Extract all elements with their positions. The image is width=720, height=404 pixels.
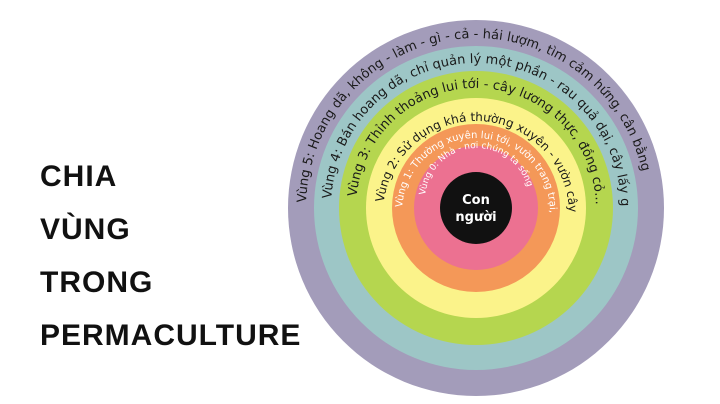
title-line-2: VÙNG bbox=[40, 213, 131, 246]
center-label-line-1: Con bbox=[462, 193, 490, 208]
title-line-4: PERMACULTURE bbox=[40, 319, 302, 352]
title-line-3: TRONG bbox=[40, 266, 154, 299]
center-label-line-2: người bbox=[455, 210, 496, 225]
center-core bbox=[440, 172, 512, 244]
diagram-title: CHIA VÙNG TRONG PERMACULTURE bbox=[40, 150, 320, 362]
title-line-1: CHIA bbox=[40, 160, 118, 193]
